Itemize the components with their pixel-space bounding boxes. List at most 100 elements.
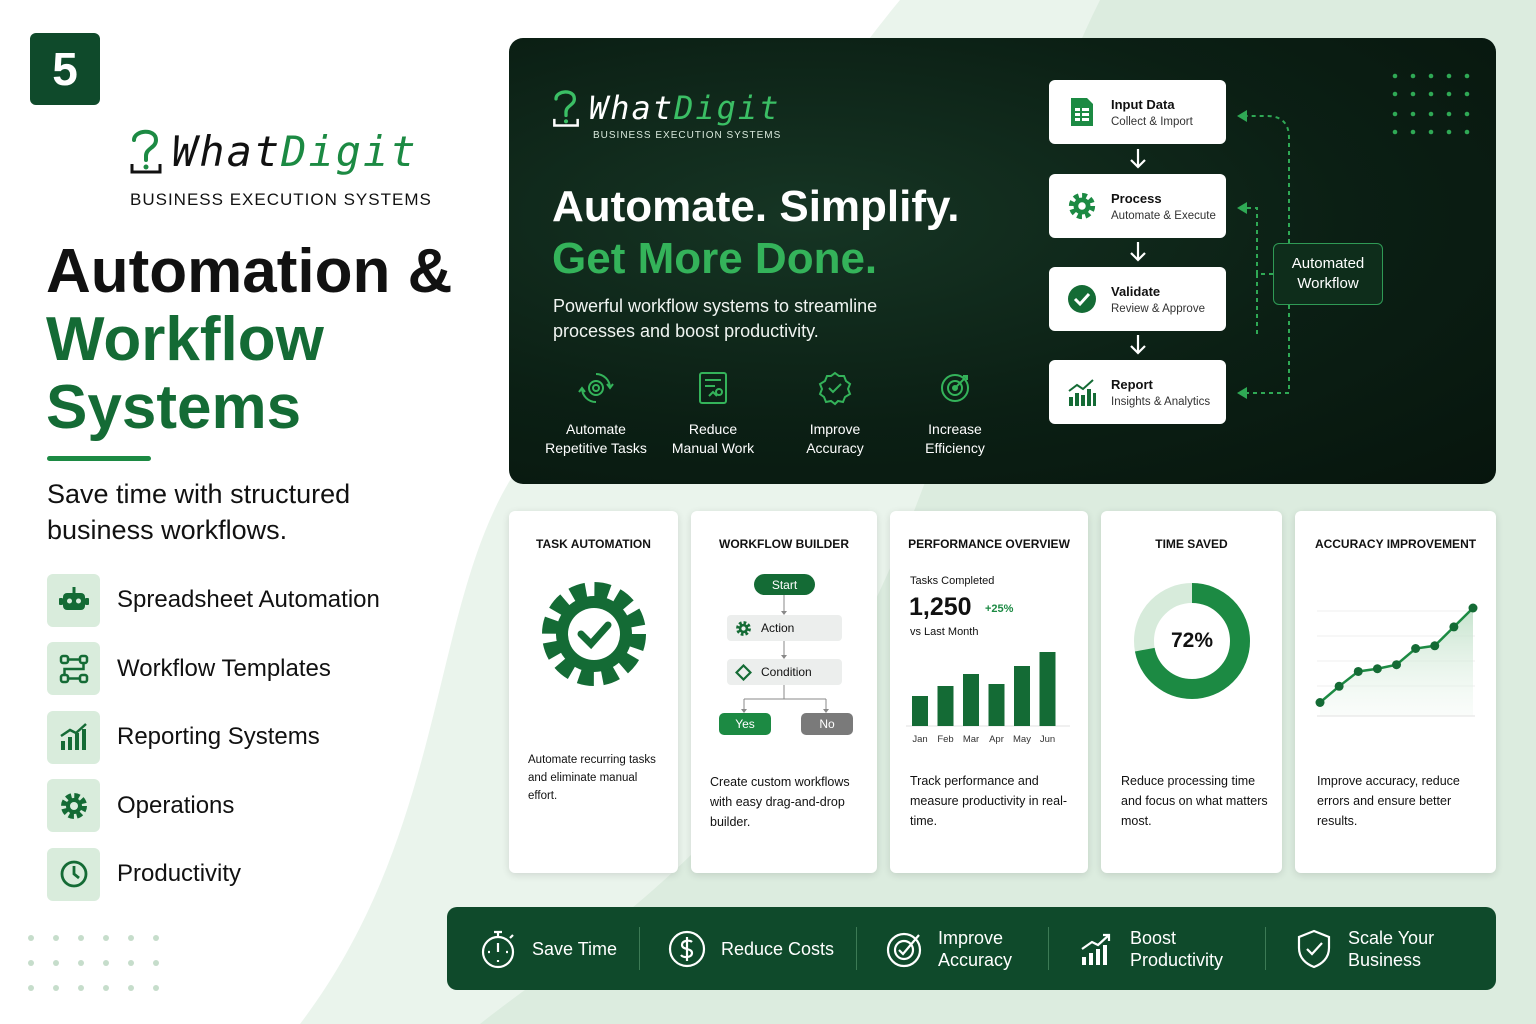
brand-wordmark: WhatDigit	[172, 126, 418, 176]
divider	[1048, 927, 1049, 970]
benefit-boost-productivity: Boost Productivity	[1076, 907, 1230, 990]
banner-brand-logo: WhatDigit	[551, 86, 780, 130]
card-task-automation: TASK AUTOMATION Automate recurring tasks…	[509, 511, 678, 873]
feature-item: Productivity	[47, 840, 467, 909]
tick-label-feb: Feb	[937, 734, 953, 745]
feature-item: Spreadsheet Automation	[47, 566, 467, 635]
bar-mar	[963, 674, 979, 726]
metric-change: +25%	[985, 603, 1014, 615]
benefit-save-time: Save Time	[478, 907, 617, 990]
bar-may	[1014, 666, 1030, 726]
time-saved-value: 72%	[1170, 629, 1214, 652]
tick-label-jan: Jan	[912, 734, 927, 745]
gear-check-icon	[542, 582, 646, 686]
banner-brand-tagline: BUSINESS EXECUTION SYSTEMS	[593, 130, 782, 141]
brand-tagline: BUSINESS EXECUTION SYSTEMS	[130, 190, 432, 209]
brand-wordmark: WhatDigit	[589, 89, 781, 127]
time-saved-donut	[1134, 583, 1250, 699]
hero-banner: WhatDigit BUSINESS EXECUTION SYSTEMS Aut…	[509, 38, 1496, 484]
gear-icon	[1068, 192, 1096, 220]
bar-jun	[1039, 652, 1056, 726]
line-point-2	[1334, 681, 1344, 691]
accuracy-line-chart	[1315, 603, 1478, 717]
divider	[856, 927, 857, 970]
line-point-7	[1430, 641, 1440, 651]
card-performance-overview: PERFORMANCE OVERVIEW Tasks Completed 1,2…	[890, 511, 1088, 873]
stopwatch-icon	[481, 930, 515, 968]
metric-value: 1,250	[909, 593, 972, 621]
target-icon	[941, 374, 969, 402]
chart-icon	[59, 723, 87, 751]
card-accuracy-improvement: ACCURACY IMPROVEMENT Improve accuracy, r…	[1295, 511, 1496, 873]
gear-cycle-icon	[578, 373, 614, 403]
dollar-icon	[668, 930, 706, 967]
tick-label-may: May	[1013, 734, 1031, 745]
divider	[639, 927, 640, 970]
gear-icon	[736, 620, 751, 636]
line-area	[1320, 608, 1473, 716]
clock-icon	[60, 860, 87, 888]
decorative-dots	[28, 935, 159, 991]
benefits-bar: Save Time Reduce Costs Improve Accuracy …	[447, 907, 1496, 990]
builder-connectors	[741, 595, 829, 713]
title-underline	[47, 456, 151, 461]
growth-icon	[1081, 933, 1111, 965]
card-workflow-builder: WORKFLOW BUILDER Start Action Condition …	[691, 511, 877, 873]
divider	[1265, 927, 1266, 970]
flow-connector-lines	[1237, 73, 1470, 399]
arrow-down-icon	[1130, 242, 1146, 262]
donut-arc	[1134, 583, 1250, 699]
gear-icon	[60, 792, 87, 819]
benefit-reduce-costs: Reduce Costs	[667, 907, 834, 990]
tick-label-mar: Mar	[963, 734, 979, 745]
feature-item: Workflow Templates	[47, 635, 467, 704]
document-icon	[699, 372, 727, 404]
flow-icon	[59, 654, 88, 683]
diamond-icon	[735, 663, 752, 681]
builder-condition-node: Condition	[727, 659, 842, 685]
feature-item: Operations	[47, 772, 467, 841]
question-mark-logo-icon	[553, 90, 579, 127]
check-circle-icon	[1068, 285, 1096, 313]
builder-action-node: Action	[727, 615, 842, 641]
metric-label: Tasks Completed	[910, 575, 995, 587]
question-mark-logo-icon	[130, 129, 162, 174]
brand-logo: WhatDigit	[128, 126, 418, 176]
step-number-badge: 5	[30, 33, 100, 105]
target-check-icon	[886, 932, 922, 967]
builder-no-node: No	[801, 713, 853, 735]
benefit-scale-business: Scale Your Business	[1294, 907, 1448, 990]
hero-subtitle: Save time with structured business workf…	[47, 479, 351, 545]
arrow-down-icon	[1130, 149, 1146, 169]
banner-headline: Automate. Simplify.	[552, 182, 960, 231]
arrow-down-icon	[1130, 335, 1146, 355]
banner-headline-accent: Get More Done.	[552, 234, 878, 283]
builder-start-node: Start	[754, 574, 815, 595]
metric-compare: vs Last Month	[910, 626, 979, 638]
line-point-9	[1468, 603, 1478, 613]
line-point-1	[1315, 698, 1325, 707]
line-point-3	[1353, 666, 1363, 676]
line-point-5	[1392, 660, 1401, 670]
hero-title: Automation & Workflow Systems	[46, 237, 453, 442]
bar-jan	[912, 696, 928, 726]
bar-apr	[988, 684, 1005, 726]
bar-chart-icon	[1068, 379, 1096, 406]
feature-list: Spreadsheet Automation Workflow Template…	[47, 566, 467, 909]
robot-icon	[58, 587, 89, 611]
tick-label-apr: Apr	[989, 734, 1004, 745]
builder-yes-node: Yes	[719, 713, 771, 735]
line-point-6	[1411, 644, 1421, 653]
card-time-saved: TIME SAVED 72% Reduce processing time an…	[1101, 511, 1282, 873]
check-badge-icon	[818, 371, 852, 406]
line-point-8	[1449, 622, 1459, 632]
